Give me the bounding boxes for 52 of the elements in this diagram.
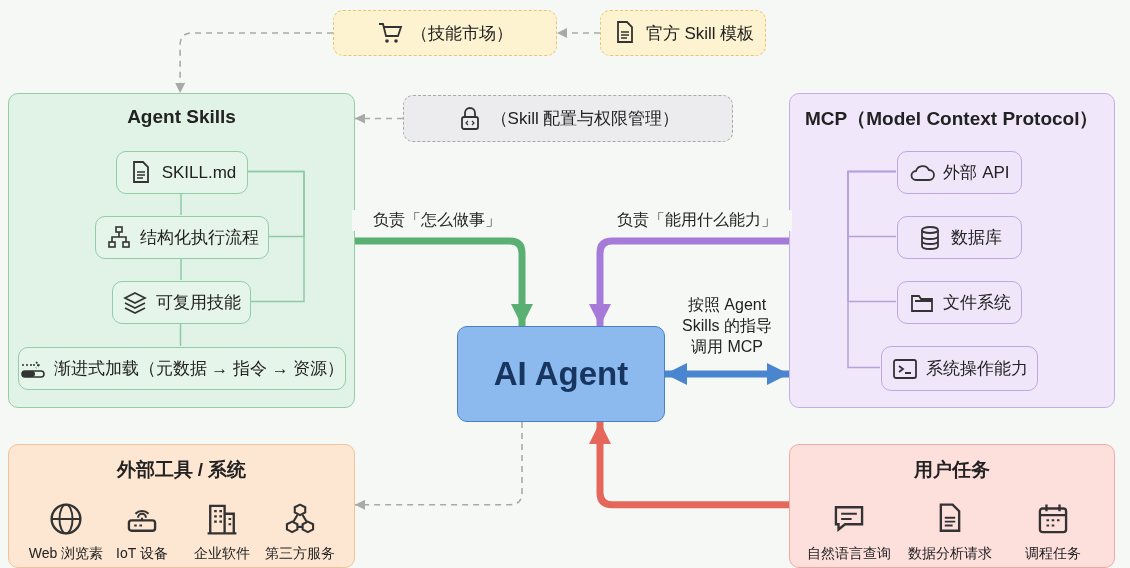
box-label: （Skill 配置与权限管理）	[490, 108, 680, 130]
connector-line	[180, 257, 182, 281]
item-label: 第三方服务	[264, 545, 336, 563]
arrow	[556, 28, 601, 38]
arrow	[589, 422, 789, 509]
box-label: SKILL.md	[161, 162, 237, 183]
box-label: 可复用技能	[156, 292, 241, 314]
item-box	[897, 281, 1022, 324]
box-label: 官方 Skill 模板	[645, 22, 755, 45]
panel-title: MCP（Model Context Protocol）	[805, 107, 1100, 131]
panel	[789, 444, 1115, 568]
connector-line	[179, 322, 182, 347]
panel-title: 用户任务	[913, 458, 991, 482]
item-box	[116, 151, 248, 194]
item-label: 调程任务	[1024, 545, 1082, 563]
item-box	[600, 10, 766, 56]
panel-title: 外部工具 / 系统	[115, 458, 248, 482]
panel	[789, 93, 1115, 408]
item-label: 自然语言查询	[806, 545, 892, 563]
item-label: IoT 设备	[115, 545, 169, 563]
item-box	[897, 216, 1022, 259]
item-box	[95, 216, 269, 259]
box-label: 渐进式加载（元数据 → 指令 → 资源）	[53, 358, 345, 380]
box-label: （技能市场）	[411, 22, 513, 45]
box-label: 数据库	[951, 227, 1002, 249]
box-label: 系统操作能力	[925, 358, 1028, 380]
connector-line	[847, 170, 897, 369]
item-label: 数据分析请求	[907, 545, 993, 563]
item-box	[18, 347, 346, 390]
item-label: Web 浏览素	[27, 545, 105, 563]
arrow	[665, 363, 789, 385]
agent-box	[457, 326, 665, 422]
item-box	[403, 95, 733, 142]
panel	[8, 444, 355, 568]
connector-line	[246, 170, 305, 238]
arrow	[354, 421, 523, 510]
panel-title: Agent Skills	[126, 106, 237, 128]
panel	[8, 93, 355, 408]
box-label: 结构化执行流程	[139, 227, 259, 249]
arrow	[355, 237, 533, 326]
arrow	[175, 32, 334, 94]
box-label: 外部 API	[943, 162, 1010, 184]
box-label: AI Agent	[493, 355, 629, 393]
arrow	[354, 113, 404, 124]
connector-line	[180, 192, 182, 216]
box-label: 文件系统	[942, 292, 1011, 314]
item-box	[333, 10, 557, 56]
item-box	[112, 281, 251, 324]
arrow	[589, 237, 789, 326]
item-box	[897, 151, 1022, 194]
item-label: 企业软件	[193, 545, 251, 563]
item-box	[881, 346, 1038, 391]
